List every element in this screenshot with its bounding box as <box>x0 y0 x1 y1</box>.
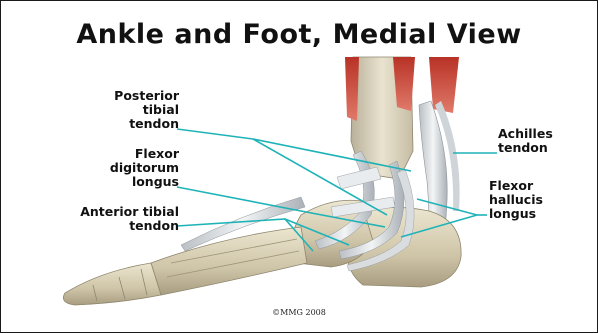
label-achilles-tendon: Achilles tendon <box>498 127 588 155</box>
muscle-front <box>345 57 359 121</box>
metatarsals <box>151 227 307 295</box>
label-anterior-tibial-tendon: Anterior tibial tendon <box>49 205 179 233</box>
label-flexor-hallucis-longus: Flexor hallucis longus <box>489 179 579 221</box>
label-posterior-tibial-tendon: Posterior tibial tendon <box>93 89 179 131</box>
diagram-title: Ankle and Foot, Medial View <box>1 19 597 50</box>
toe-bones <box>63 263 161 305</box>
copyright-text: ©MMG 2008 <box>1 308 597 317</box>
label-flexor-digitorum-longus: Flexor digitorum longus <box>79 147 179 189</box>
muscle-back-right <box>429 57 459 113</box>
